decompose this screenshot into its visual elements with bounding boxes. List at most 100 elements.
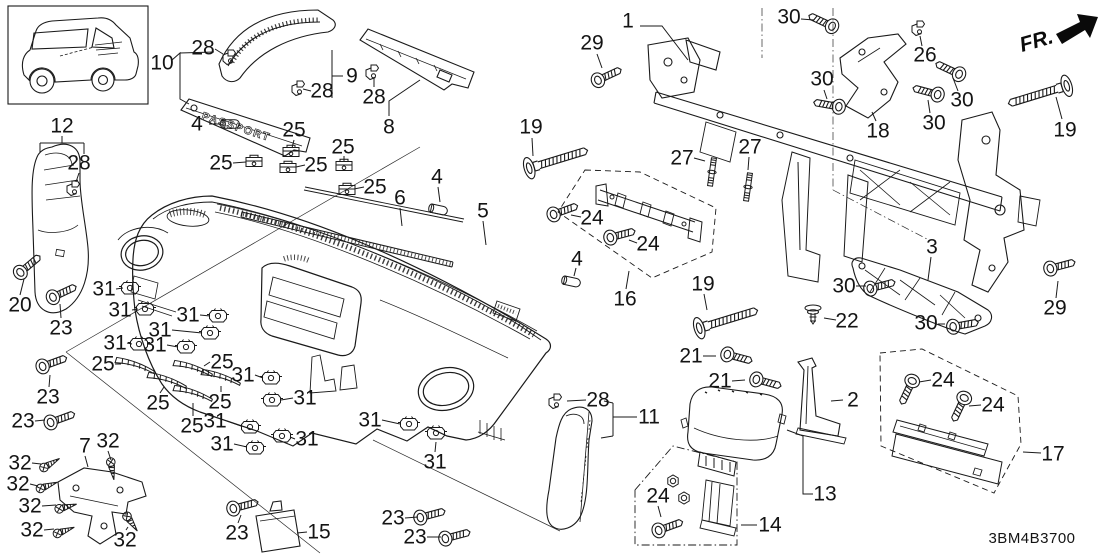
clipB-fastener-icon	[397, 416, 421, 431]
callout-leader-27	[747, 156, 750, 171]
callout-leader-28	[566, 399, 587, 402]
callout-leader-24	[628, 239, 638, 244]
callout-leader-10	[171, 51, 190, 105]
callout-label-25: 25	[304, 154, 327, 177]
bolt-fastener-icon	[436, 524, 473, 549]
callout-label-31: 31	[358, 409, 381, 432]
boltL-fastener-icon	[690, 299, 762, 341]
callout-leader-4	[573, 267, 577, 277]
callout-label-30: 30	[810, 68, 833, 91]
callout-label-23: 23	[225, 522, 248, 545]
clipC-fastener-icon	[291, 80, 305, 96]
bolt-fastener-icon	[946, 388, 975, 425]
clipB-fastener-icon	[174, 339, 198, 354]
boltL-fastener-icon	[520, 139, 592, 181]
callout-label-31: 31	[293, 387, 316, 410]
callout-label-2: 2	[847, 389, 859, 412]
callout-leader-31	[289, 436, 296, 440]
clipB-fastener-icon	[270, 428, 294, 443]
bulb-fastener-icon	[427, 203, 449, 217]
callout-leader-31	[131, 308, 139, 311]
fr-direction-marker: FR.	[1017, 14, 1098, 57]
part-16-center-bracket	[557, 169, 717, 279]
stud-fastener-icon	[741, 172, 755, 202]
fasteners-layer	[9, 8, 1078, 549]
bolt-fastener-icon	[9, 249, 46, 283]
bulb-fastener-icon	[560, 275, 582, 289]
callout-label-18: 18	[866, 120, 889, 143]
callout-leader-24	[918, 379, 932, 383]
callout-label-30: 30	[777, 6, 800, 29]
callout-label-32: 32	[6, 473, 29, 496]
cluster-opening	[120, 235, 164, 271]
callout-leader-18	[871, 111, 877, 122]
callout-leader-23	[404, 516, 419, 519]
callout-label-23: 23	[49, 317, 72, 340]
callout-label-31: 31	[108, 299, 131, 322]
callout-label-22: 22	[835, 310, 858, 333]
vehicle-body	[21, 17, 139, 83]
callout-leader-11	[603, 400, 614, 404]
callout-leader-31	[115, 287, 124, 290]
part-9-defroster-garnish	[218, 9, 336, 83]
callout-label-12: 12	[50, 115, 73, 138]
callout-label-31: 31	[210, 433, 233, 456]
callout-leader-25	[295, 164, 306, 168]
callout-leader-6	[399, 207, 403, 227]
callout-leader-19	[531, 137, 534, 157]
clipB-fastener-icon	[243, 440, 267, 455]
callout-leader-30	[800, 18, 815, 21]
clipB-fastener-icon	[133, 301, 157, 316]
bolt-fastener-icon	[544, 198, 581, 225]
vehicle-windows	[31, 27, 115, 50]
callout-leader-25	[291, 139, 295, 149]
callout-label-23: 23	[381, 507, 404, 530]
callout-label-24: 24	[646, 485, 670, 508]
callout-label-23: 23	[36, 386, 59, 409]
callout-label-31: 31	[92, 278, 115, 301]
callout-label-32: 32	[18, 495, 41, 518]
callout-leader-32	[43, 528, 55, 531]
callout-leader-27	[693, 157, 706, 162]
screw-fastener-icon	[34, 477, 60, 495]
callout-label-29: 29	[580, 32, 603, 55]
callout-leader-24	[657, 505, 662, 518]
callout-leader-17	[1022, 451, 1042, 454]
part-11-side-panel-right	[546, 406, 593, 530]
callout-label-16: 16	[613, 288, 636, 311]
leaf-fastener-icon	[172, 383, 214, 404]
callout-label-4: 4	[571, 248, 583, 271]
part-18-bracket	[839, 33, 907, 119]
part-2-bracket	[795, 357, 847, 445]
clipB-fastener-icon	[118, 280, 142, 295]
part-7-bracket	[57, 467, 147, 545]
callout-label-8: 8	[383, 116, 395, 139]
part-12-side-panel-left	[31, 143, 89, 314]
clipA-fastener-icon	[282, 144, 300, 157]
callout-leader-4	[437, 186, 441, 203]
callout-label-5: 5	[477, 200, 489, 223]
callout-leader-5	[482, 220, 487, 246]
callout-label-17: 17	[1041, 443, 1064, 466]
callout-label-31: 31	[423, 451, 446, 474]
callout-label-25: 25	[91, 353, 114, 376]
bolt-fastener-icon	[747, 369, 784, 394]
bolt-fastener-icon	[944, 314, 981, 336]
speaker-grille-hatch	[168, 208, 208, 219]
center-stack	[260, 262, 362, 357]
bolt-fastener-icon	[718, 344, 755, 369]
callout-label-31: 31	[295, 428, 318, 451]
callout-leader-25	[232, 161, 247, 164]
callout-leader-24	[570, 214, 582, 218]
callout-leader-30	[823, 89, 828, 100]
nut-fastener-icon	[678, 491, 690, 505]
callout-leader-31	[381, 419, 401, 425]
callout-label-10: 10	[150, 52, 173, 75]
callout-label-3: 3	[926, 236, 938, 259]
callout-label-25: 25	[208, 391, 231, 414]
callout-leader-31	[166, 344, 179, 348]
callout-label-25: 25	[209, 152, 232, 175]
callout-leader-13	[786, 429, 813, 495]
